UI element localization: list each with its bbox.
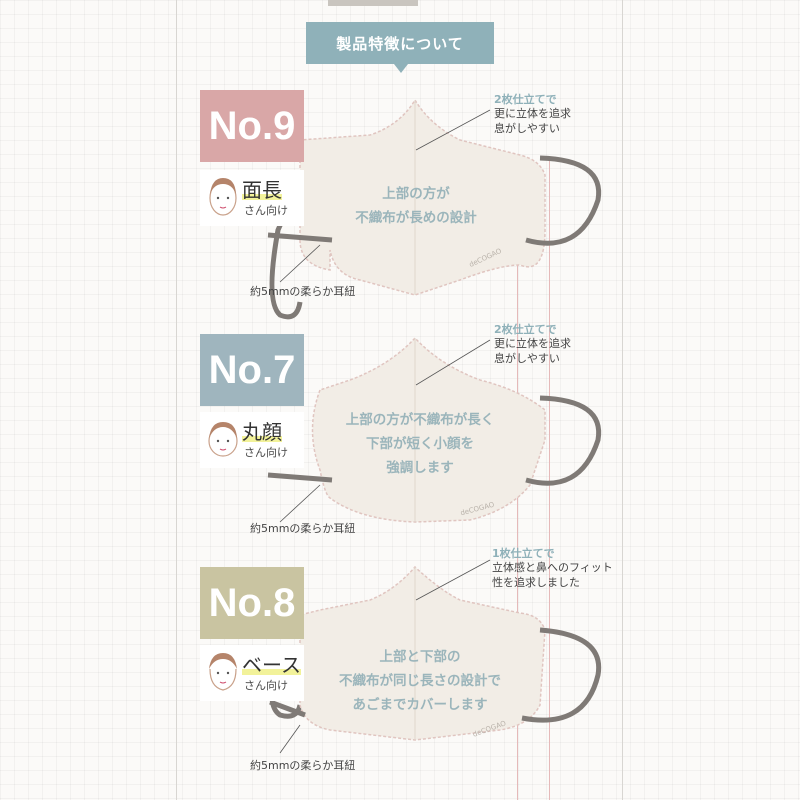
face-icon: [209, 653, 237, 691]
ear-loop-note-no8: 約5mmの柔らか耳紐: [250, 759, 356, 772]
annotation-line: 更に立体を追求: [494, 337, 571, 350]
annotation-line: 性を追求しました: [492, 576, 580, 589]
model-badge-no9: No.9: [200, 90, 304, 162]
face-type-label: 面長: [242, 174, 282, 203]
face-icon: [209, 178, 237, 216]
face-card-no7: 丸顔 さん向け: [200, 412, 304, 468]
face-suffix: さん向け: [244, 679, 288, 692]
face-type-label: 丸顔: [242, 416, 282, 445]
model-label: No.9: [208, 103, 296, 148]
feature-text-no7: 上部の方が不織布が長く 下部が短く小顔を 強調します: [300, 408, 540, 480]
highlight-underline: [242, 194, 282, 200]
face-type-text: 面長: [242, 178, 282, 202]
face-card-no9: 面長 さん向け: [200, 170, 304, 226]
feature-text-no8: 上部と下部の 不織布が同じ長さの設計で あごまでカバーします: [300, 645, 540, 717]
annotation-body-no8: 立体感と鼻へのフィット 性を追求しました: [492, 560, 613, 590]
model-label: No.8: [208, 580, 296, 625]
feature-line: 下部が短く小顔を: [366, 436, 474, 452]
face-icon: [208, 422, 238, 457]
annotation-title-no7: 2枚仕立てで: [494, 323, 557, 336]
annotation-line: 立体感と鼻へのフィット: [492, 561, 613, 574]
annotation-line: 息がしやすい: [494, 122, 560, 135]
frame-line-left: [176, 0, 177, 800]
feature-line: 上部の方が不織布が長く: [345, 412, 495, 428]
top-decoration-bar: [328, 0, 418, 6]
ear-loop-note-no7: 約5mmの柔らか耳紐: [250, 522, 356, 535]
face-type-label: ベース: [242, 649, 301, 678]
highlight-underline: [242, 436, 282, 442]
model-badge-no8: No.8: [200, 567, 304, 639]
face-card-no8: ベース さん向け: [200, 645, 304, 701]
feature-text-no9: 上部の方が 不織布が長めの設計: [296, 182, 536, 230]
feature-line: 上部の方が: [382, 186, 450, 202]
feature-line: 不織布が同じ長さの設計で: [339, 673, 501, 689]
annotation-line: 息がしやすい: [494, 352, 560, 365]
annotation-body-no9: 更に立体を追求 息がしやすい: [494, 106, 571, 136]
highlight-underline: [242, 669, 301, 675]
face-suffix: さん向け: [244, 446, 288, 459]
feature-line: 強調します: [386, 460, 454, 476]
ear-loop-note-no9: 約5mmの柔らか耳紐: [250, 285, 356, 298]
annotation-body-no7: 更に立体を追求 息がしやすい: [494, 336, 571, 366]
banner-pointer: [394, 64, 408, 73]
mask-illustration-no8: [269, 559, 602, 754]
annotation-title-no9: 2枚仕立てで: [494, 93, 557, 106]
model-label: No.7: [208, 347, 296, 392]
banner-title: 製品特徴について: [336, 34, 464, 53]
face-suffix: さん向け: [244, 204, 288, 217]
feature-line: 上部と下部の: [379, 649, 461, 665]
mask-illustration-no7: [267, 336, 602, 523]
annotation-line: 更に立体を追求: [494, 107, 571, 120]
face-type-text: 丸顔: [242, 420, 282, 444]
feature-line: 不織布が長めの設計: [355, 210, 477, 226]
frame-line-right: [622, 0, 623, 800]
section-banner: 製品特徴について: [306, 22, 494, 64]
guide-line: [549, 160, 550, 800]
feature-line: あごまでカバーします: [352, 697, 488, 713]
annotation-title-no8: 1枚仕立てで: [492, 547, 555, 560]
face-type-text: ベース: [242, 653, 301, 677]
model-badge-no7: No.7: [200, 334, 304, 406]
